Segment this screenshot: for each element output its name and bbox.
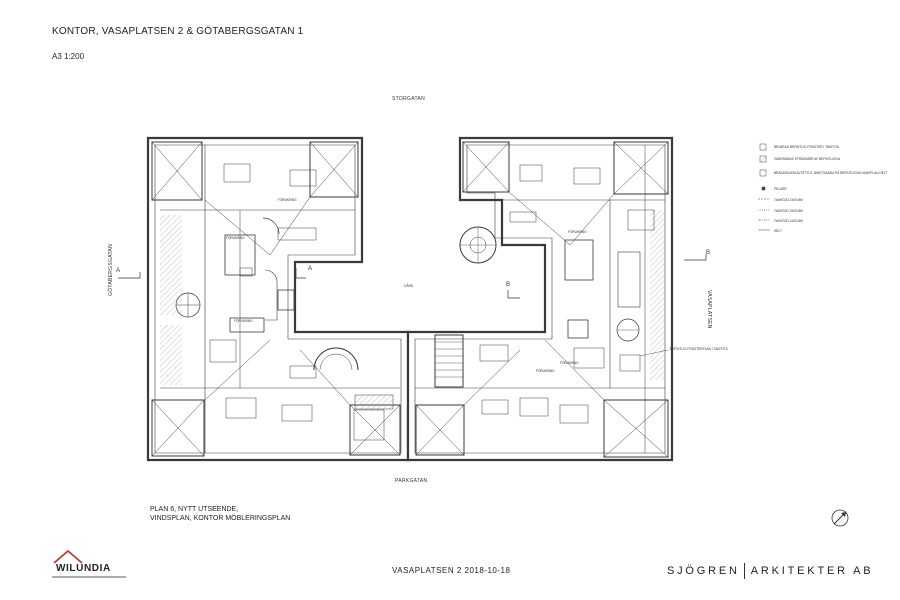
room-label: FÖRVARING [568, 230, 587, 234]
courtyard-label: GÅRD [404, 283, 414, 288]
legend-item: HELT [774, 229, 782, 233]
room-label: FÖRVARING [226, 236, 245, 240]
section-mark-b-left: B [506, 282, 510, 288]
section-markers [118, 254, 707, 299]
caption-line-2: VINDSPLAN, KONTOR MÖBLERINGSPLAN [150, 515, 291, 522]
legend-item: TAKHÖJD 1900 MM [774, 209, 803, 213]
section-mark-a-right: A [308, 266, 312, 272]
street-label-top: STORGATAN [392, 96, 425, 102]
street-label-bottom: PARKGATAN [395, 478, 428, 484]
callout-window-label: BEFINTLIG FÖNSTERPLAN I TAKFOTA [670, 347, 729, 351]
legend-item: BEVARAD BEFINTLIG FÖNSTER I TAKFOTA [774, 145, 840, 149]
plan-caption: PLAN 6, NYTT UTSEENDE, VINDSPLAN, KONTOR… [150, 505, 290, 523]
legend-item: TAKHÖJD 2300 MM [774, 198, 803, 202]
right-wing [406, 136, 674, 462]
caption-line-1: PLAN 6, NYTT UTSEENDE, [150, 506, 239, 513]
brand-name: SJÖGREN [667, 564, 740, 577]
room-label: FÖRVARING [234, 319, 253, 323]
brand-suffix: ARKITEKTER AB [750, 564, 874, 577]
legend [758, 143, 770, 231]
legend-item: PELARE [774, 187, 787, 191]
project-date: VASAPLATSEN 2 2018-10-18 [392, 566, 511, 575]
wilundia-logo-text: WILUNDIA [56, 563, 111, 574]
brand-separator [743, 563, 745, 579]
room-label: FÖRVARING [560, 361, 579, 365]
legend-item: VANDRANDE STRIDSMÅR AV BEFINTLIGHA [774, 156, 841, 161]
wilundia-logo-icon [52, 549, 126, 578]
room-label: FÖRVARING [278, 198, 297, 202]
drawing-scale: A3 1:200 [52, 52, 85, 61]
legend-item: BRANDSKARA ALTSTYLS, BRIKTSANDA PÅ BEFIN… [774, 170, 887, 175]
left-wing [146, 136, 441, 462]
section-mark-b-right: B [706, 250, 710, 256]
legend-item: TAKHÖJD 1400 MM [774, 219, 803, 223]
north-arrow-icon [831, 509, 849, 527]
architect-brand: SJÖGREN ARKITEKTER AB [667, 563, 873, 579]
room-label: FÖRVARING [536, 369, 555, 373]
section-mark-a-left: A [116, 268, 120, 274]
drawing-title: KONTOR, VASAPLATSEN 2 & GÖTABERGSGATAN 1 [52, 26, 304, 37]
